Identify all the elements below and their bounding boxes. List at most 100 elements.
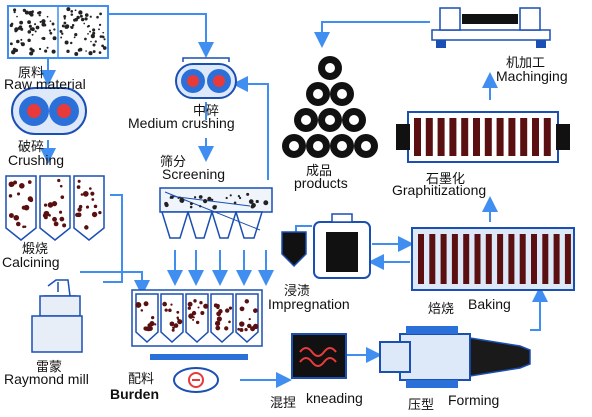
crushing-label-en: Crushing <box>8 152 65 168</box>
particle-dot <box>87 24 90 28</box>
particle-dot <box>83 22 86 25</box>
particle-dot <box>49 31 53 35</box>
electrode-rod <box>543 118 551 156</box>
particle-dot <box>176 310 180 314</box>
products-pile-icon <box>282 56 378 158</box>
particle-dot <box>170 303 173 306</box>
electrode-rod <box>474 234 481 284</box>
particle-dot <box>65 24 70 29</box>
particle-dot <box>92 28 96 32</box>
particle-dot <box>253 308 258 313</box>
particle-dot <box>21 205 26 210</box>
particle-dot <box>41 19 46 24</box>
particle-dot <box>225 308 230 313</box>
product-tube-hole <box>301 115 311 125</box>
particle-dot <box>177 318 180 321</box>
particle-dot <box>9 23 13 28</box>
particle-dot <box>214 320 221 327</box>
particle-dot <box>29 12 34 17</box>
particle-dot <box>215 325 221 331</box>
electrode-rod <box>451 234 458 284</box>
particle-dot <box>76 212 82 218</box>
calcining-label-cn: 煅烧 <box>22 242 49 257</box>
particle-dot <box>79 14 83 18</box>
particle-dot <box>51 22 55 26</box>
particle-dot <box>253 205 256 208</box>
particle-dot <box>237 195 241 198</box>
particle-dot <box>70 10 74 13</box>
particle-dot <box>189 205 193 209</box>
product-tube-hole <box>289 141 299 151</box>
raw-material-label-en: Raw material <box>4 76 86 92</box>
electrode-rod <box>484 118 492 156</box>
product-tube-hole <box>337 89 347 99</box>
particle-dot <box>76 185 81 189</box>
electrode-rod <box>429 234 436 284</box>
particle-dot <box>195 320 200 325</box>
particle-dot <box>20 38 23 41</box>
particle-dot <box>193 299 197 303</box>
particle-dot <box>13 11 16 14</box>
particle-dot <box>59 29 63 33</box>
particle-dot <box>63 21 67 25</box>
impregnation-label-en: Impregnation <box>268 296 350 312</box>
particle-dot <box>98 210 102 215</box>
particle-dot <box>27 180 32 184</box>
particle-dot <box>225 196 228 200</box>
medium-crushing-label-en: Medium crushing <box>128 115 235 131</box>
particle-dot <box>77 48 81 52</box>
particle-dot <box>164 202 169 208</box>
electrode-rod <box>553 234 560 284</box>
product-tube-hole <box>325 63 335 73</box>
product-tube-hole <box>313 141 323 151</box>
raymond-mill-label-cn: 雷蒙 <box>36 360 63 375</box>
particle-dot <box>193 196 197 199</box>
particle-dot <box>44 49 48 53</box>
electrode-rod <box>418 234 424 284</box>
particle-dot <box>8 181 15 188</box>
particle-dot <box>246 192 250 196</box>
forming-label-cn: 压型 <box>408 398 435 413</box>
particle-dot <box>233 201 237 205</box>
impregnation-tanks-icon <box>281 213 371 279</box>
particle-dot <box>99 12 102 16</box>
particle-dot <box>171 328 175 332</box>
particle-dot <box>57 178 61 183</box>
particle-dot <box>30 27 35 32</box>
particle-dot <box>135 301 142 308</box>
electrode-rod <box>508 118 516 156</box>
particle-dot <box>146 326 151 332</box>
particle-dot <box>59 184 63 188</box>
particle-dot <box>103 38 106 41</box>
particle-dot <box>239 327 244 332</box>
baking-furnace-icon <box>411 227 575 291</box>
particle-dot <box>66 7 71 12</box>
particle-dot <box>170 195 174 199</box>
particle-dot <box>70 13 74 16</box>
forming-press-icon <box>379 326 531 388</box>
particle-dot <box>216 311 222 317</box>
particle-dot <box>245 300 248 303</box>
particle-dot <box>61 24 65 28</box>
particle-dot <box>203 199 208 204</box>
baking-label-en: Baking <box>468 296 511 312</box>
particle-dot <box>93 204 98 209</box>
electrode-rod <box>496 118 504 156</box>
particle-dot <box>91 198 95 201</box>
product-tube-hole <box>349 115 359 125</box>
particle-dot <box>187 301 193 307</box>
particle-dot <box>255 199 259 204</box>
particle-dot <box>173 323 179 328</box>
particle-dot <box>84 225 89 230</box>
particle-dot <box>27 30 32 34</box>
particle-dot <box>228 320 231 324</box>
particle-dot <box>253 323 259 330</box>
product-tube-hole <box>313 89 323 99</box>
particle-dot <box>38 47 42 51</box>
particle-dot <box>140 309 144 312</box>
particle-dot <box>82 191 89 197</box>
electrode-rod <box>519 234 526 284</box>
particle-dot <box>24 10 29 15</box>
electrode-rod <box>564 234 571 284</box>
product-tube-hole <box>361 141 371 151</box>
